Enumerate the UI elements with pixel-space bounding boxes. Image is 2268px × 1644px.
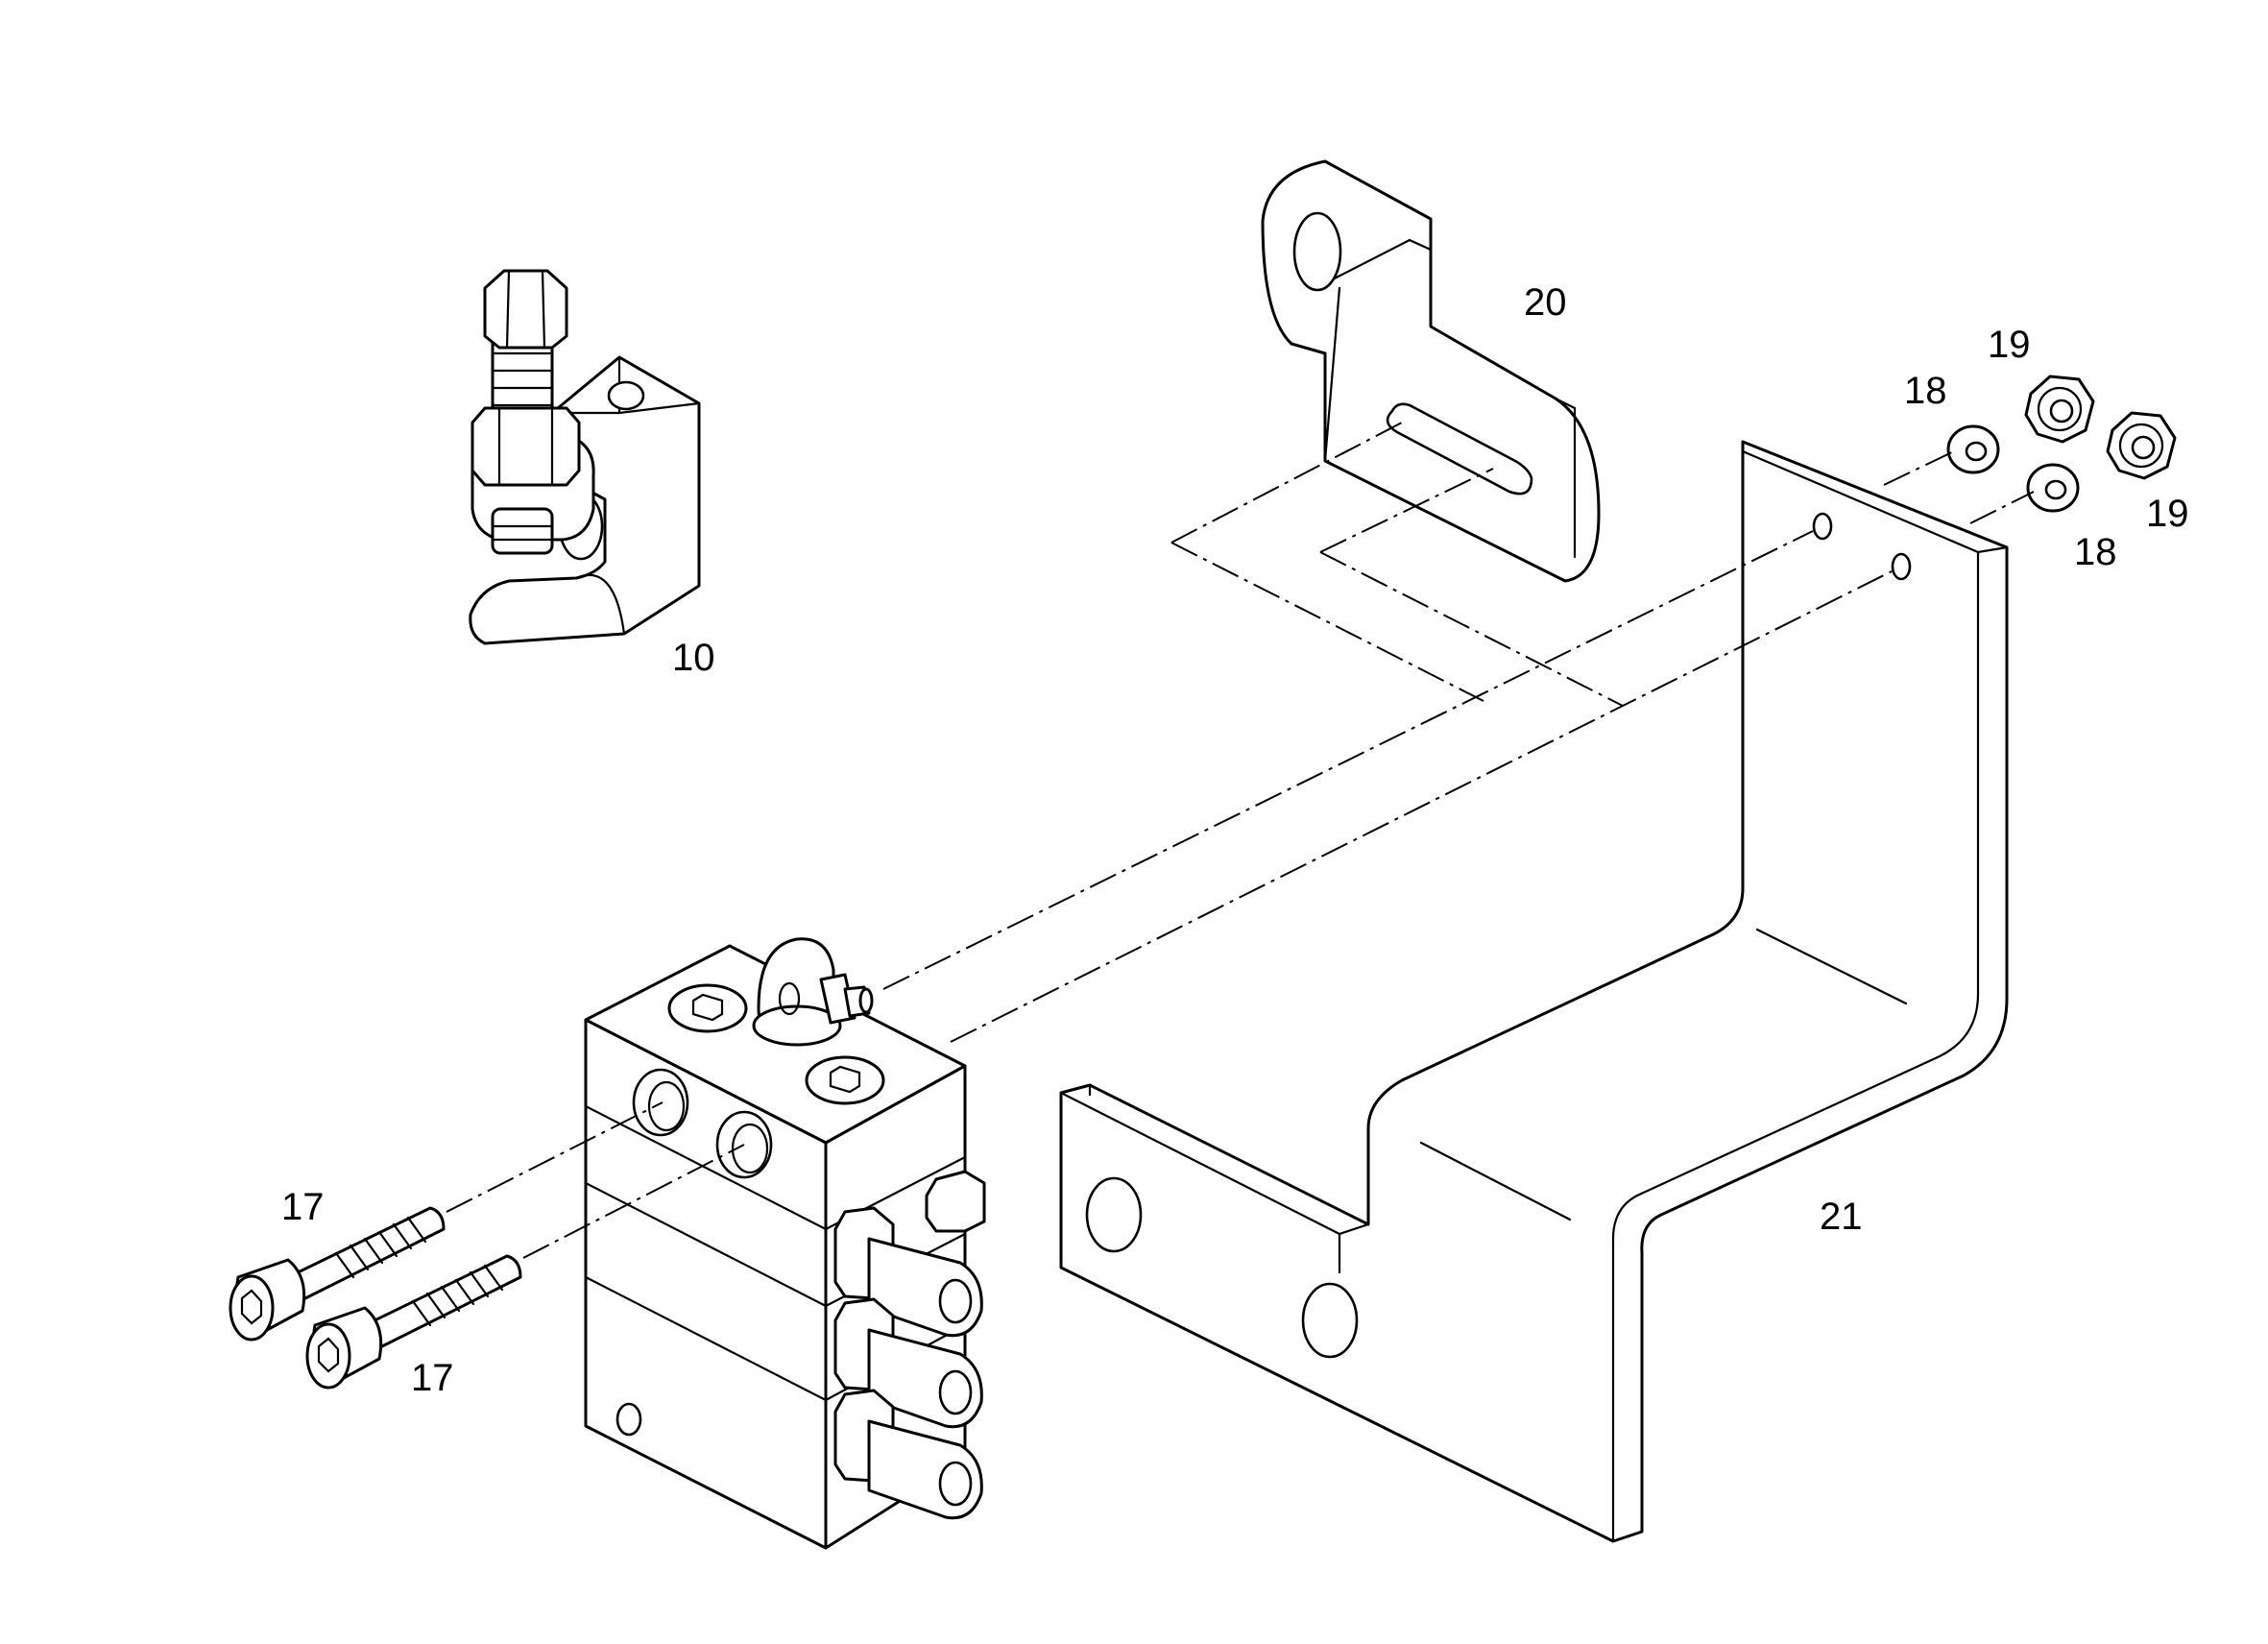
assembly-centerlines bbox=[446, 422, 2035, 1259]
part-19-nuts bbox=[2024, 375, 2177, 480]
bracket-21-hole-mid bbox=[1301, 1282, 1359, 1359]
screw-17-a bbox=[229, 1206, 446, 1342]
outlet-fitting-2 bbox=[833, 1297, 983, 1429]
callout-labels: 10 17 17 18 18 19 19 20 21 bbox=[281, 281, 2189, 1399]
part-18-washers bbox=[1946, 424, 2080, 513]
bracket-21-hole-top-1 bbox=[1812, 512, 1833, 541]
part-17-socket-screws bbox=[229, 1206, 522, 1390]
bracket-20-eye bbox=[1292, 211, 1342, 292]
callout-19-b: 19 bbox=[2146, 493, 2189, 535]
outlet-fitting-1 bbox=[833, 1206, 983, 1338]
lubricant-distributor-block bbox=[584, 937, 986, 1550]
screw-17-b bbox=[305, 1254, 522, 1390]
part-10-beam-clamp bbox=[469, 269, 701, 645]
callout-21: 21 bbox=[1820, 1196, 1863, 1238]
clamp-jam-nut bbox=[470, 406, 581, 487]
bracket-21-hole-left bbox=[1085, 1176, 1143, 1253]
callout-18-a: 18 bbox=[1904, 370, 1947, 412]
bracket-21-hole-top-2 bbox=[1891, 552, 1912, 581]
callout-10: 10 bbox=[672, 637, 715, 679]
callout-17-a: 17 bbox=[281, 1186, 325, 1228]
clamp-body bbox=[469, 355, 701, 645]
callout-18-b: 18 bbox=[2074, 531, 2117, 573]
bracket-20-slot bbox=[1386, 402, 1533, 496]
part-20-bent-bracket bbox=[1261, 159, 1601, 583]
callout-17-b: 17 bbox=[411, 1357, 454, 1399]
part-21-mounting-bracket bbox=[1059, 440, 2009, 1543]
callout-20: 20 bbox=[1524, 281, 1567, 324]
clamp-bolt-head bbox=[483, 269, 568, 350]
outlet-fitting-3 bbox=[833, 1389, 983, 1520]
clamp-hole bbox=[607, 380, 645, 411]
callout-19-a: 19 bbox=[1988, 324, 2031, 366]
bracket-21-body bbox=[1059, 440, 2009, 1543]
